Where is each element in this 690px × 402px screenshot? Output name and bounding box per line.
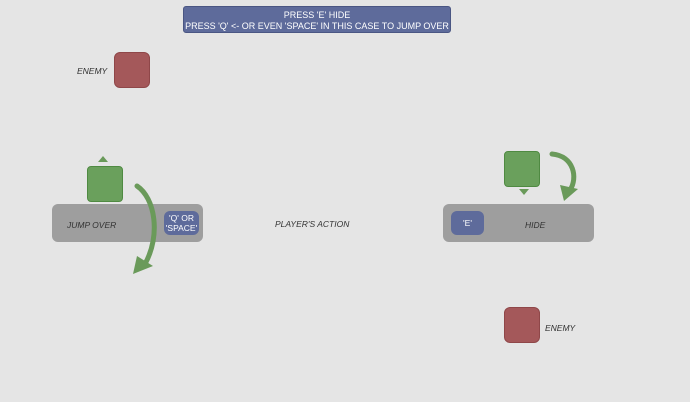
- player-action-label: PLAYER'S ACTION: [275, 219, 350, 229]
- jump-curved-arrow-icon: [133, 183, 157, 274]
- down-indicator-icon: [519, 189, 529, 195]
- up-indicator-icon: [98, 156, 108, 162]
- enemy-label-bottom: ENEMY: [545, 323, 576, 333]
- instruction-banner: PRESS 'E' HIDE PRESS 'Q' <- OR EVEN 'SPA…: [183, 6, 451, 33]
- enemy-label-top: ENEMY: [77, 66, 108, 76]
- instruction-line-jump: PRESS 'Q' <- OR EVEN 'SPACE' IN THIS CAS…: [185, 20, 449, 31]
- hide-key-button[interactable]: 'E': [451, 211, 484, 235]
- jump-action-label: JUMP OVER: [67, 220, 117, 230]
- jump-key-line2: 'SPACE': [165, 223, 198, 233]
- player-right: [504, 151, 540, 187]
- hide-curved-arrow-icon: [549, 151, 578, 201]
- enemy-top: [114, 52, 150, 88]
- player-left: [87, 166, 123, 202]
- jump-key-line1: 'Q' OR: [169, 213, 194, 223]
- instruction-line-hide: PRESS 'E' HIDE: [283, 10, 351, 20]
- enemy-bottom: [504, 307, 540, 343]
- hide-action-label: HIDE: [525, 220, 546, 230]
- jump-key-button[interactable]: 'Q' OR 'SPACE': [164, 211, 199, 235]
